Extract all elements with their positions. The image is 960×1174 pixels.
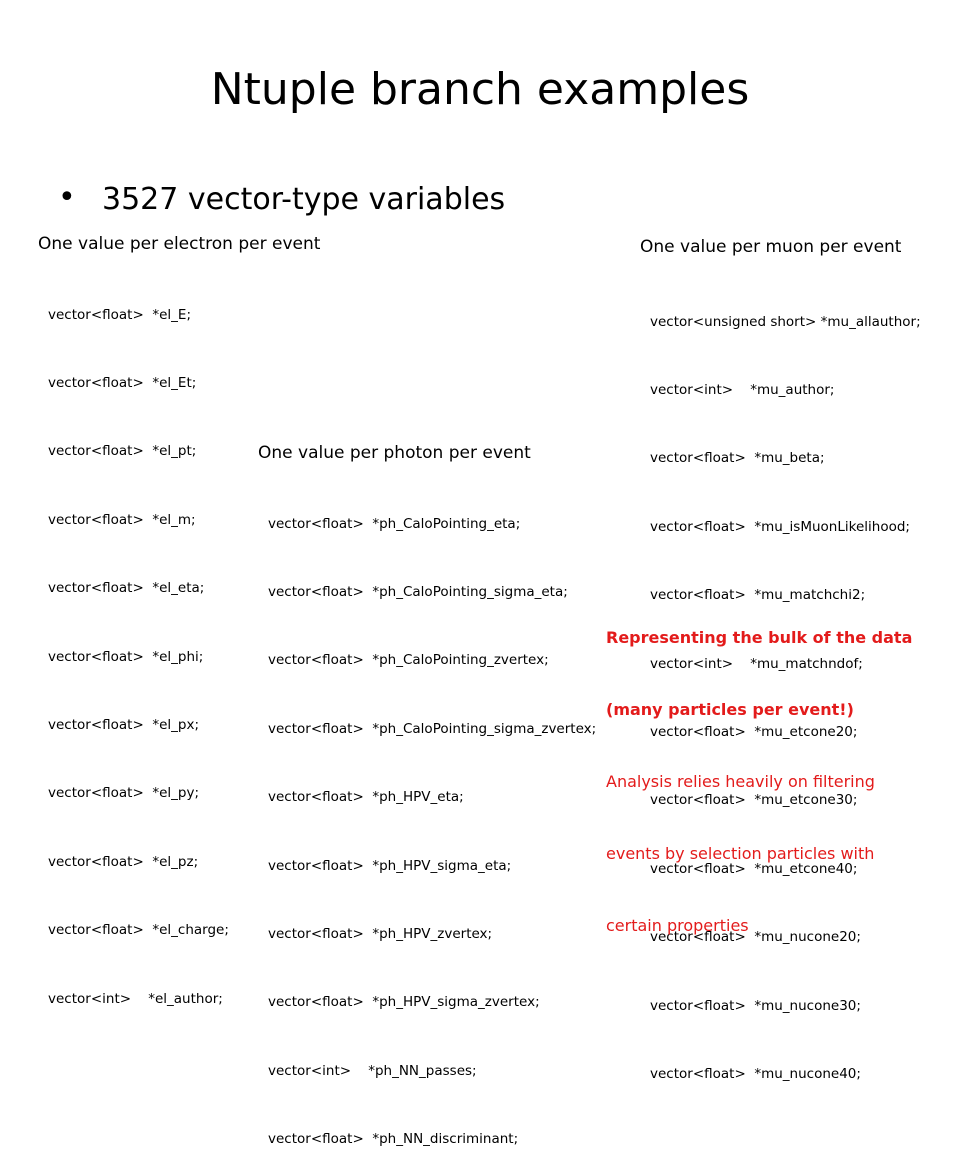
photon-branch-line: vector<float> *ph_CaloPointing_sigma_zve… xyxy=(268,720,597,737)
photon-branch-line: vector<int> *ph_NN_passes; xyxy=(268,1062,477,1079)
photon-branch-line: vector<float> *ph_CaloPointing_eta; xyxy=(268,515,521,532)
photon-branch-line: vector<float> *ph_HPV_sigma_zvertex; xyxy=(268,994,540,1011)
electron-branch-line: vector<float> *el_pz; xyxy=(48,853,199,870)
electron-heading: One value per electron per event xyxy=(38,234,321,254)
electron-branch-line: vector<float> *el_E; xyxy=(48,306,191,323)
note-line: certain properties xyxy=(606,916,749,935)
red-annotation: Representing the bulk of the data (many … xyxy=(606,578,912,962)
electron-branch-line: vector<float> *el_phi; xyxy=(48,648,204,665)
muon-branch-line: vector<float> *mu_nucone40; xyxy=(650,1065,861,1082)
electron-branch-list: vector<float> *el_E; vector<float> *el_E… xyxy=(48,258,229,1033)
electron-branch-line: vector<float> *el_py; xyxy=(48,785,200,802)
muon-branch-line: vector<unsigned short> *mu_allauthor; xyxy=(650,313,921,330)
photon-branch-list: vector<float> *ph_CaloPointing_eta; vect… xyxy=(268,467,596,1174)
photon-branch-line: vector<float> *ph_HPV_eta; xyxy=(268,789,464,806)
electron-branch-line: vector<float> *el_px; xyxy=(48,716,200,733)
electron-branch-line: vector<int> *el_author; xyxy=(48,990,223,1007)
electron-branch-line: vector<float> *el_eta; xyxy=(48,580,205,597)
slide-title: Ntuple branch examples xyxy=(210,64,750,115)
photon-branch-line: vector<float> *ph_CaloPointing_zvertex; xyxy=(268,652,549,669)
electron-branch-line: vector<float> *el_pt; xyxy=(48,443,197,460)
photon-branch-line: vector<float> *ph_HPV_zvertex; xyxy=(268,925,493,942)
note-line: (many particles per event!) xyxy=(606,700,854,719)
note-line: Analysis relies heavily on filtering xyxy=(606,772,875,791)
note-line: Representing the bulk of the data xyxy=(606,628,913,647)
muon-branch-line: vector<float> *mu_matchchi2; xyxy=(650,587,866,604)
photon-heading: One value per photon per event xyxy=(258,443,531,463)
bullet-text: 3527 vector-type variables xyxy=(102,182,506,217)
photon-branch-line: vector<float> *ph_HPV_sigma_eta; xyxy=(268,857,512,874)
muon-heading: One value per muon per event xyxy=(640,237,902,257)
muon-branch-line: vector<int> *mu_author; xyxy=(650,381,835,398)
muon-branch-line: vector<float> *mu_beta; xyxy=(650,450,825,467)
bullet-icon: • xyxy=(58,180,76,215)
electron-branch-line: vector<float> *el_m; xyxy=(48,511,196,528)
muon-branch-line: vector<float> *mu_isMuonLikelihood; xyxy=(650,518,910,535)
note-line: events by selection particles with xyxy=(606,844,875,863)
electron-branch-line: vector<float> *el_Et; xyxy=(48,374,197,391)
electron-branch-line: vector<float> *el_charge; xyxy=(48,922,229,939)
photon-branch-line: vector<float> *ph_CaloPointing_sigma_eta… xyxy=(268,583,568,600)
muon-branch-line: vector<int> *mu_matchndof; xyxy=(650,655,863,672)
muon-branch-line: vector<float> *mu_nucone30; xyxy=(650,997,861,1014)
photon-branch-line: vector<float> *ph_NN_discriminant; xyxy=(268,1131,519,1148)
